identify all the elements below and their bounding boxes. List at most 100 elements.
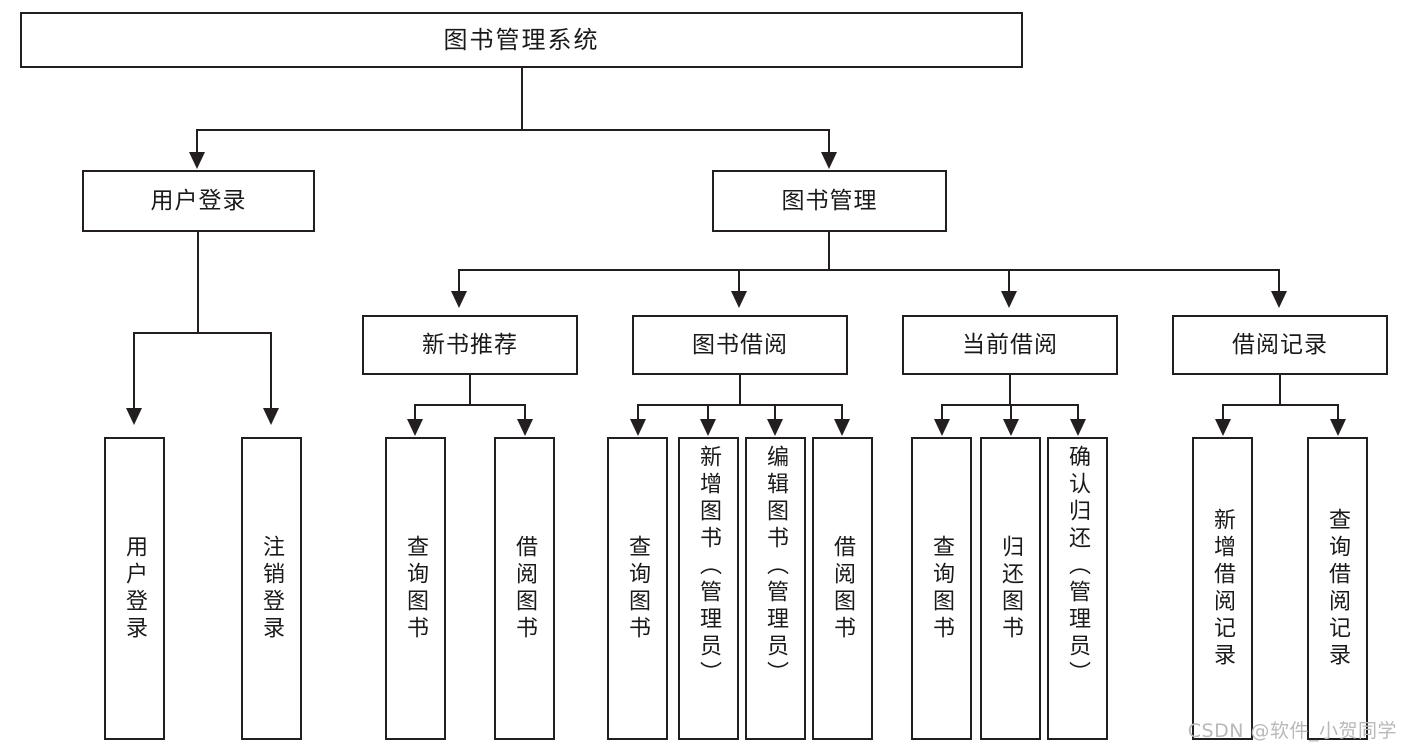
leaf-query-book-recommend[interactable]: 查询图书 xyxy=(385,437,446,740)
leaf-query-borrow-record[interactable]: 查询借阅记录 xyxy=(1307,437,1368,740)
arrow-current-borrow-child-3 xyxy=(1070,419,1086,436)
arrow-to-new-book-recommend xyxy=(451,291,467,308)
leaf-borrow-book-recommend[interactable]: 借阅图书 xyxy=(494,437,555,740)
leaf-label: 查询图书 xyxy=(403,534,429,643)
leaf-inner: 借阅图书 xyxy=(816,445,869,732)
connector-to-new-book-recommend xyxy=(458,269,460,294)
arrow-to-borrow-record xyxy=(1271,291,1287,308)
connector-root-stem xyxy=(521,68,523,130)
arrow-new-book-child-1 xyxy=(407,419,423,436)
arrow-to-current-borrow xyxy=(1001,291,1017,308)
arrow-to-book-borrow xyxy=(731,291,747,308)
node-label: 借阅记录 xyxy=(1232,331,1328,358)
node-new-book-recommend[interactable]: 新书推荐 xyxy=(362,315,578,375)
leaf-label: 查询图书 xyxy=(929,534,955,643)
leaf-inner: 查询图书 xyxy=(389,445,442,732)
node-label: 新书推荐 xyxy=(422,331,518,358)
leaf-label: 新增借阅记录 xyxy=(1210,507,1236,670)
leaf-inner: 归还图书 xyxy=(984,445,1037,732)
node-current-borrow[interactable]: 当前借阅 xyxy=(902,315,1118,375)
leaf-inner: 注销登录 xyxy=(245,445,298,732)
arrow-current-borrow-child-1 xyxy=(934,419,950,436)
leaf-label: 编辑图书（管理员） xyxy=(763,445,789,688)
connector-new-book-stem xyxy=(469,375,471,406)
connector-borrow-record-child-2 xyxy=(1337,404,1339,422)
leaf-inner: 查询借阅记录 xyxy=(1311,445,1364,732)
node-book-borrow[interactable]: 图书借阅 xyxy=(632,315,848,375)
arrow-user-login-child-1 xyxy=(126,408,142,425)
connector-user-login-child-1 xyxy=(133,332,135,412)
leaf-add-borrow-record[interactable]: 新增借阅记录 xyxy=(1192,437,1253,740)
node-label: 图书借阅 xyxy=(692,331,788,358)
leaf-label: 新增图书（管理员） xyxy=(696,445,722,688)
connector-book-borrow-child-2 xyxy=(707,404,709,422)
leaf-label: 查询图书 xyxy=(625,534,651,643)
leaf-confirm-return-admin[interactable]: 确认归还（管理员） xyxy=(1047,437,1108,740)
leaf-return-book[interactable]: 归还图书 xyxy=(980,437,1041,740)
leaf-inner: 新增图书（管理员） xyxy=(682,445,735,732)
leaf-inner: 确认归还（管理员） xyxy=(1051,445,1104,732)
leaf-borrow-book[interactable]: 借阅图书 xyxy=(812,437,873,740)
arrow-user-login-child-2 xyxy=(263,408,279,425)
connector-to-user-login xyxy=(196,129,198,157)
connector-to-current-borrow xyxy=(1008,269,1010,294)
node-label: 用户登录 xyxy=(150,187,247,214)
leaf-label: 注销登录 xyxy=(259,534,285,643)
connector-new-book-child-2 xyxy=(524,404,526,422)
connector-book-borrow-stem xyxy=(739,375,741,406)
connector-book-borrow-child-3 xyxy=(774,404,776,422)
connector-book-borrow-bar xyxy=(637,404,843,406)
connector-borrow-record-child-1 xyxy=(1222,404,1224,422)
connector-borrow-record-stem xyxy=(1279,375,1281,406)
leaf-edit-book-admin[interactable]: 编辑图书（管理员） xyxy=(745,437,806,740)
leaf-inner: 借阅图书 xyxy=(498,445,551,732)
arrow-borrow-record-child-2 xyxy=(1330,419,1346,436)
node-borrow-record[interactable]: 借阅记录 xyxy=(1172,315,1388,375)
arrow-book-borrow-child-3 xyxy=(767,419,783,436)
connector-level2-bar xyxy=(196,129,830,131)
connector-book-borrow-child-1 xyxy=(637,404,639,422)
leaf-inner: 查询图书 xyxy=(915,445,968,732)
node-user-login[interactable]: 用户登录 xyxy=(82,170,315,232)
leaf-logout[interactable]: 注销登录 xyxy=(241,437,302,740)
node-book-management[interactable]: 图书管理 xyxy=(712,170,947,232)
leaf-user-login[interactable]: 用户登录 xyxy=(104,437,165,740)
leaf-label: 确认归还（管理员） xyxy=(1065,445,1091,688)
connector-current-borrow-child-3 xyxy=(1077,404,1079,422)
arrow-book-borrow-child-1 xyxy=(630,419,646,436)
connector-book-management-stem xyxy=(828,232,830,271)
leaf-inner: 新增借阅记录 xyxy=(1196,445,1249,732)
connector-to-book-management xyxy=(828,129,830,157)
connector-level3-bar xyxy=(458,269,1280,271)
connector-current-borrow-child-2 xyxy=(1010,404,1012,422)
connector-new-book-bar xyxy=(414,404,526,406)
arrow-to-user-login xyxy=(189,152,205,169)
arrow-current-borrow-child-2 xyxy=(1003,419,1019,436)
connector-user-login-stem xyxy=(197,232,199,333)
leaf-label: 借阅图书 xyxy=(512,534,538,643)
leaf-label: 借阅图书 xyxy=(830,534,856,643)
connector-borrow-record-bar xyxy=(1222,404,1339,406)
leaf-inner: 编辑图书（管理员） xyxy=(749,445,802,732)
connector-new-book-child-1 xyxy=(414,404,416,422)
arrow-borrow-record-child-1 xyxy=(1215,419,1231,436)
leaf-add-book-admin[interactable]: 新增图书（管理员） xyxy=(678,437,739,740)
leaf-label: 归还图书 xyxy=(998,534,1024,643)
connector-book-borrow-child-4 xyxy=(841,404,843,422)
leaf-query-book-borrow[interactable]: 查询图书 xyxy=(607,437,668,740)
connector-to-borrow-record xyxy=(1278,269,1280,294)
leaf-label: 用户登录 xyxy=(122,534,148,643)
node-label: 图书管理系统 xyxy=(443,26,600,54)
arrow-book-borrow-child-2 xyxy=(700,419,716,436)
node-label: 图书管理 xyxy=(781,187,878,214)
watermark-text: CSDN @软件_小贺同学 xyxy=(1187,720,1397,742)
leaf-inner: 用户登录 xyxy=(108,445,161,732)
leaf-inner: 查询图书 xyxy=(611,445,664,732)
arrow-book-borrow-child-4 xyxy=(834,419,850,436)
leaf-query-book-current[interactable]: 查询图书 xyxy=(911,437,972,740)
node-root-book-management-system[interactable]: 图书管理系统 xyxy=(20,12,1023,68)
connector-user-login-child-2 xyxy=(270,332,272,412)
leaf-label: 查询借阅记录 xyxy=(1325,507,1351,670)
node-label: 当前借阅 xyxy=(962,331,1058,358)
